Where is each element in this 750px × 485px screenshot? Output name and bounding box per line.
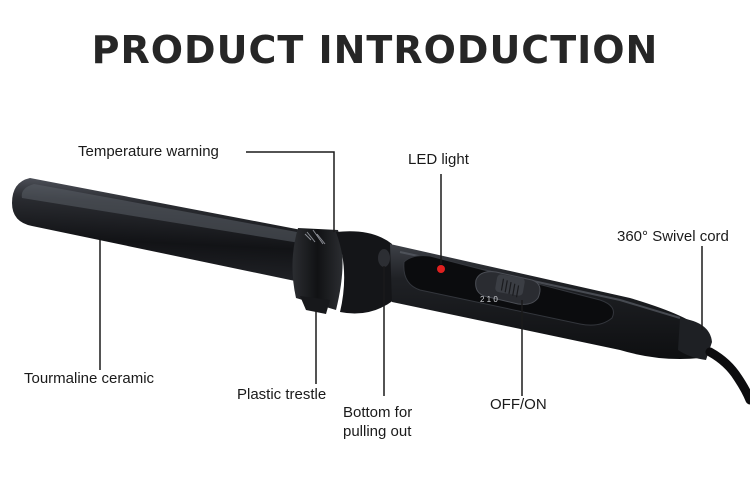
page-title: PRODUCT INTRODUCTION — [91, 28, 659, 72]
leader-lines — [99, 151, 703, 396]
label-bottom-line2: pulling out — [343, 423, 412, 440]
label-bottom-line1: Bottom for — [343, 404, 413, 421]
pulling-collar — [336, 231, 394, 314]
temperature-warning-ring — [292, 228, 343, 310]
switch-markings: 2 1 0 — [480, 295, 498, 304]
label-led-light: LED light — [408, 151, 469, 168]
label-bottom-for-pulling-out: Bottom for pulling out — [343, 403, 412, 441]
label-swivel-cord: 360° Swivel cord — [617, 228, 729, 245]
swivel-cord — [678, 318, 750, 405]
label-temperature-warning: Temperature warning — [78, 143, 219, 160]
plastic-trestle — [300, 296, 330, 314]
label-plastic-trestle: Plastic trestle — [237, 386, 327, 403]
label-off-on: OFF/ON — [490, 396, 547, 413]
handle — [390, 244, 702, 359]
led-light-indicator — [437, 265, 445, 273]
power-switch[interactable] — [475, 271, 541, 305]
barrel — [12, 178, 312, 282]
label-tourmaline-ceramic: Tourmaline ceramic — [24, 370, 155, 387]
